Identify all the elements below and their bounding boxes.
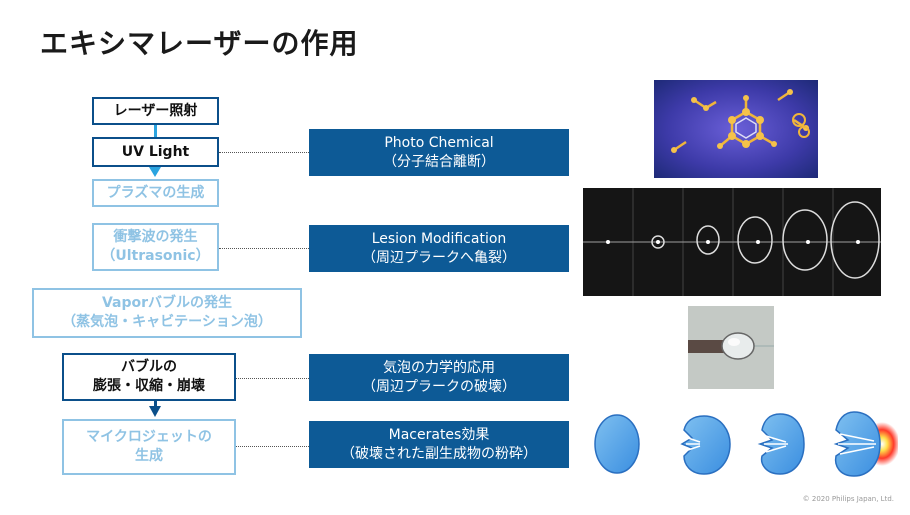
- dotted-connector: [236, 446, 309, 447]
- effect-sublabel: （周辺プラークへ亀裂）: [362, 249, 516, 266]
- flow-step-label: プラズマの生成: [106, 184, 205, 201]
- page-title: エキシマレーザーの作用: [40, 27, 359, 60]
- effect-bubble-mechanics: 気泡の力学的応用 （周辺プラークの破壊）: [309, 354, 569, 401]
- flow-step-microjet: マイクロジェットの 生成: [62, 419, 236, 475]
- flow-step-label: 衝撃波の発生: [113, 229, 198, 245]
- effect-label: Lesion Modification: [371, 230, 507, 247]
- effect-lesion-modification: Lesion Modification （周辺プラークへ亀裂）: [309, 225, 569, 272]
- effect-label: Macerates効果: [388, 426, 490, 443]
- flow-step-uv-light: UV Light: [92, 137, 219, 167]
- copyright-footer: © 2020 Philips Japan, Ltd.: [802, 495, 894, 503]
- flow-arrow: [149, 406, 161, 417]
- effect-label: 気泡の力学的応用: [383, 359, 495, 376]
- flow-step-sublabel: （蒸気泡・キャビテーション泡）: [62, 314, 272, 330]
- flow-step-label: バブルの: [121, 359, 177, 375]
- dotted-connector: [219, 152, 309, 153]
- effect-sublabel: （分子結合離断）: [383, 153, 495, 170]
- flow-step-vapor-bubble: Vaporバブルの発生 （蒸気泡・キャビテーション泡）: [32, 288, 302, 338]
- effect-sublabel: （周辺プラークの破壊）: [362, 378, 516, 395]
- effect-photo-chemical: Photo Chemical （分子結合離断）: [309, 129, 569, 176]
- cavitation-sequence-image: [583, 188, 881, 296]
- dotted-connector: [236, 378, 309, 379]
- effect-label: Photo Chemical: [384, 134, 494, 151]
- effect-macerates: Macerates効果 （破壊された副生成物の粉砕）: [309, 421, 569, 468]
- flow-step-sublabel: 生成: [135, 448, 163, 464]
- flow-step-label: Vaporバブルの発生: [101, 295, 233, 311]
- flow-step-laser-irradiation: レーザー照射: [92, 97, 219, 125]
- catheter-bubble-image: [688, 306, 774, 389]
- flow-step-label: UV Light: [121, 143, 190, 160]
- flow-step-sublabel: （Ultrasonic）: [101, 248, 210, 264]
- flow-connector: [154, 125, 157, 137]
- flow-step-shockwave: 衝撃波の発生 （Ultrasonic）: [92, 223, 219, 271]
- molecule-image: [654, 80, 818, 178]
- microjet-illustration: [592, 408, 898, 480]
- dotted-connector: [219, 248, 309, 249]
- flow-step-label: マイクロジェットの: [86, 429, 212, 445]
- flow-step-label: レーザー照射: [113, 102, 198, 119]
- flow-connector: [154, 401, 157, 407]
- flow-step-plasma: プラズマの生成: [92, 179, 219, 207]
- flow-arrow: [149, 167, 161, 177]
- flow-step-bubble-dynamics: バブルの 膨張・収縮・崩壊: [62, 353, 236, 401]
- flow-step-sublabel: 膨張・収縮・崩壊: [93, 378, 205, 394]
- effect-sublabel: （破壊された副生成物の粉砕）: [341, 445, 537, 462]
